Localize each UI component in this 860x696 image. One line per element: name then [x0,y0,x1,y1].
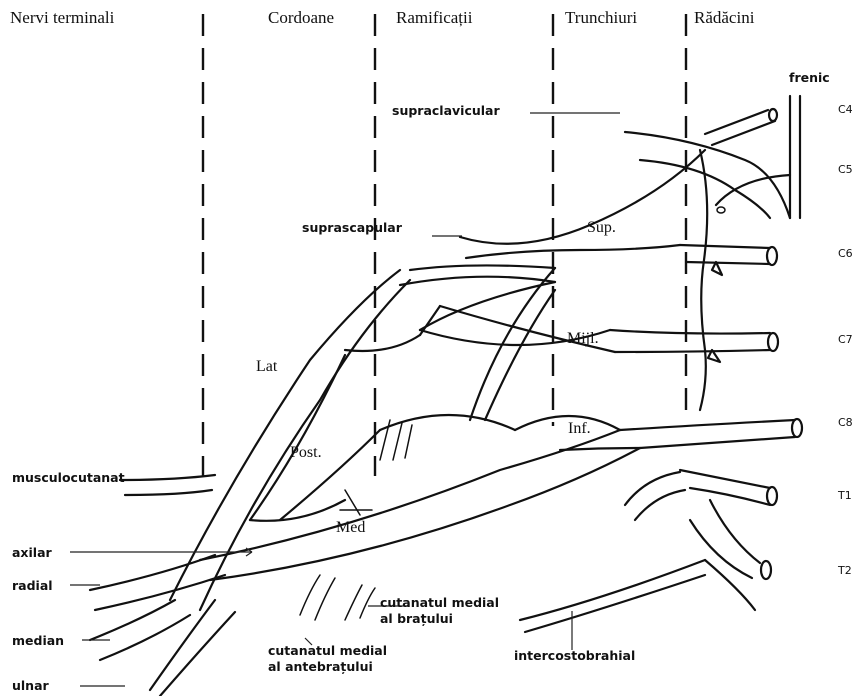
root-t2 [690,500,771,610]
label-frenic: frenic [789,70,830,85]
label-intercostobrahial: intercostobrahial [514,648,635,663]
label-cutaneous-arm-line1: cutanatul medial [380,595,499,610]
root-c4 [705,109,777,145]
label-cutaneous-forearm-line1: cutanatul medial [268,643,387,658]
root-c7 [610,330,778,352]
label-median: median [12,633,64,648]
label-radial: radial [12,578,53,593]
terminal-intercostobrahial [520,560,705,632]
root-t1 [625,470,777,520]
label-cutaneous-forearm-line2: al antebrațului [268,659,373,674]
terminal-median [90,600,190,660]
root-label-c6: C6 [838,247,853,260]
trunk-label-inferior: Inf. [568,420,591,438]
root-label-t2: T2 [838,564,852,577]
label-suprascapular: suprascapular [302,220,402,235]
header-divisions: Ramificații [396,8,472,28]
root-c6 [680,245,777,265]
root-label-t1: T1 [838,489,852,502]
cord-label-posterior: Post. [290,444,322,462]
root-label-c5: C5 [838,163,853,176]
cord-label-medial: Med [336,519,365,537]
trunk-label-superior: Sup. [587,219,616,237]
leader-lines [70,113,620,686]
roots-ansa [700,150,722,410]
header-trunks: Trunchiuri [565,8,637,28]
header-terminal-nerves: Nervi terminali [10,8,114,28]
root-label-c8: C8 [838,416,853,429]
root-c8 [620,419,802,448]
terminal-ulnar [150,600,235,696]
label-supraclavicular: supraclavicular [392,103,500,118]
cord-label-lateral: Lat [256,358,277,376]
label-axilar: axilar [12,545,52,560]
label-ulnar: ulnar [12,678,49,693]
phrenic-nerve [790,96,800,218]
root-label-c4: C4 [838,103,853,116]
label-cutaneous-arm-line2: al brațului [380,611,453,626]
terminal-musculocutanat [120,475,215,495]
cord-medial [200,430,640,580]
root-label-c7: C7 [838,333,853,346]
header-roots: Rădăcini [694,8,754,28]
trunk-label-middle: Mijl. [567,330,599,348]
header-cords: Cordoane [268,8,334,28]
trunk-superior [460,150,705,258]
label-musculocutanat: musculocutanat [12,470,125,485]
terminal-cutaneous-branches [300,575,375,620]
